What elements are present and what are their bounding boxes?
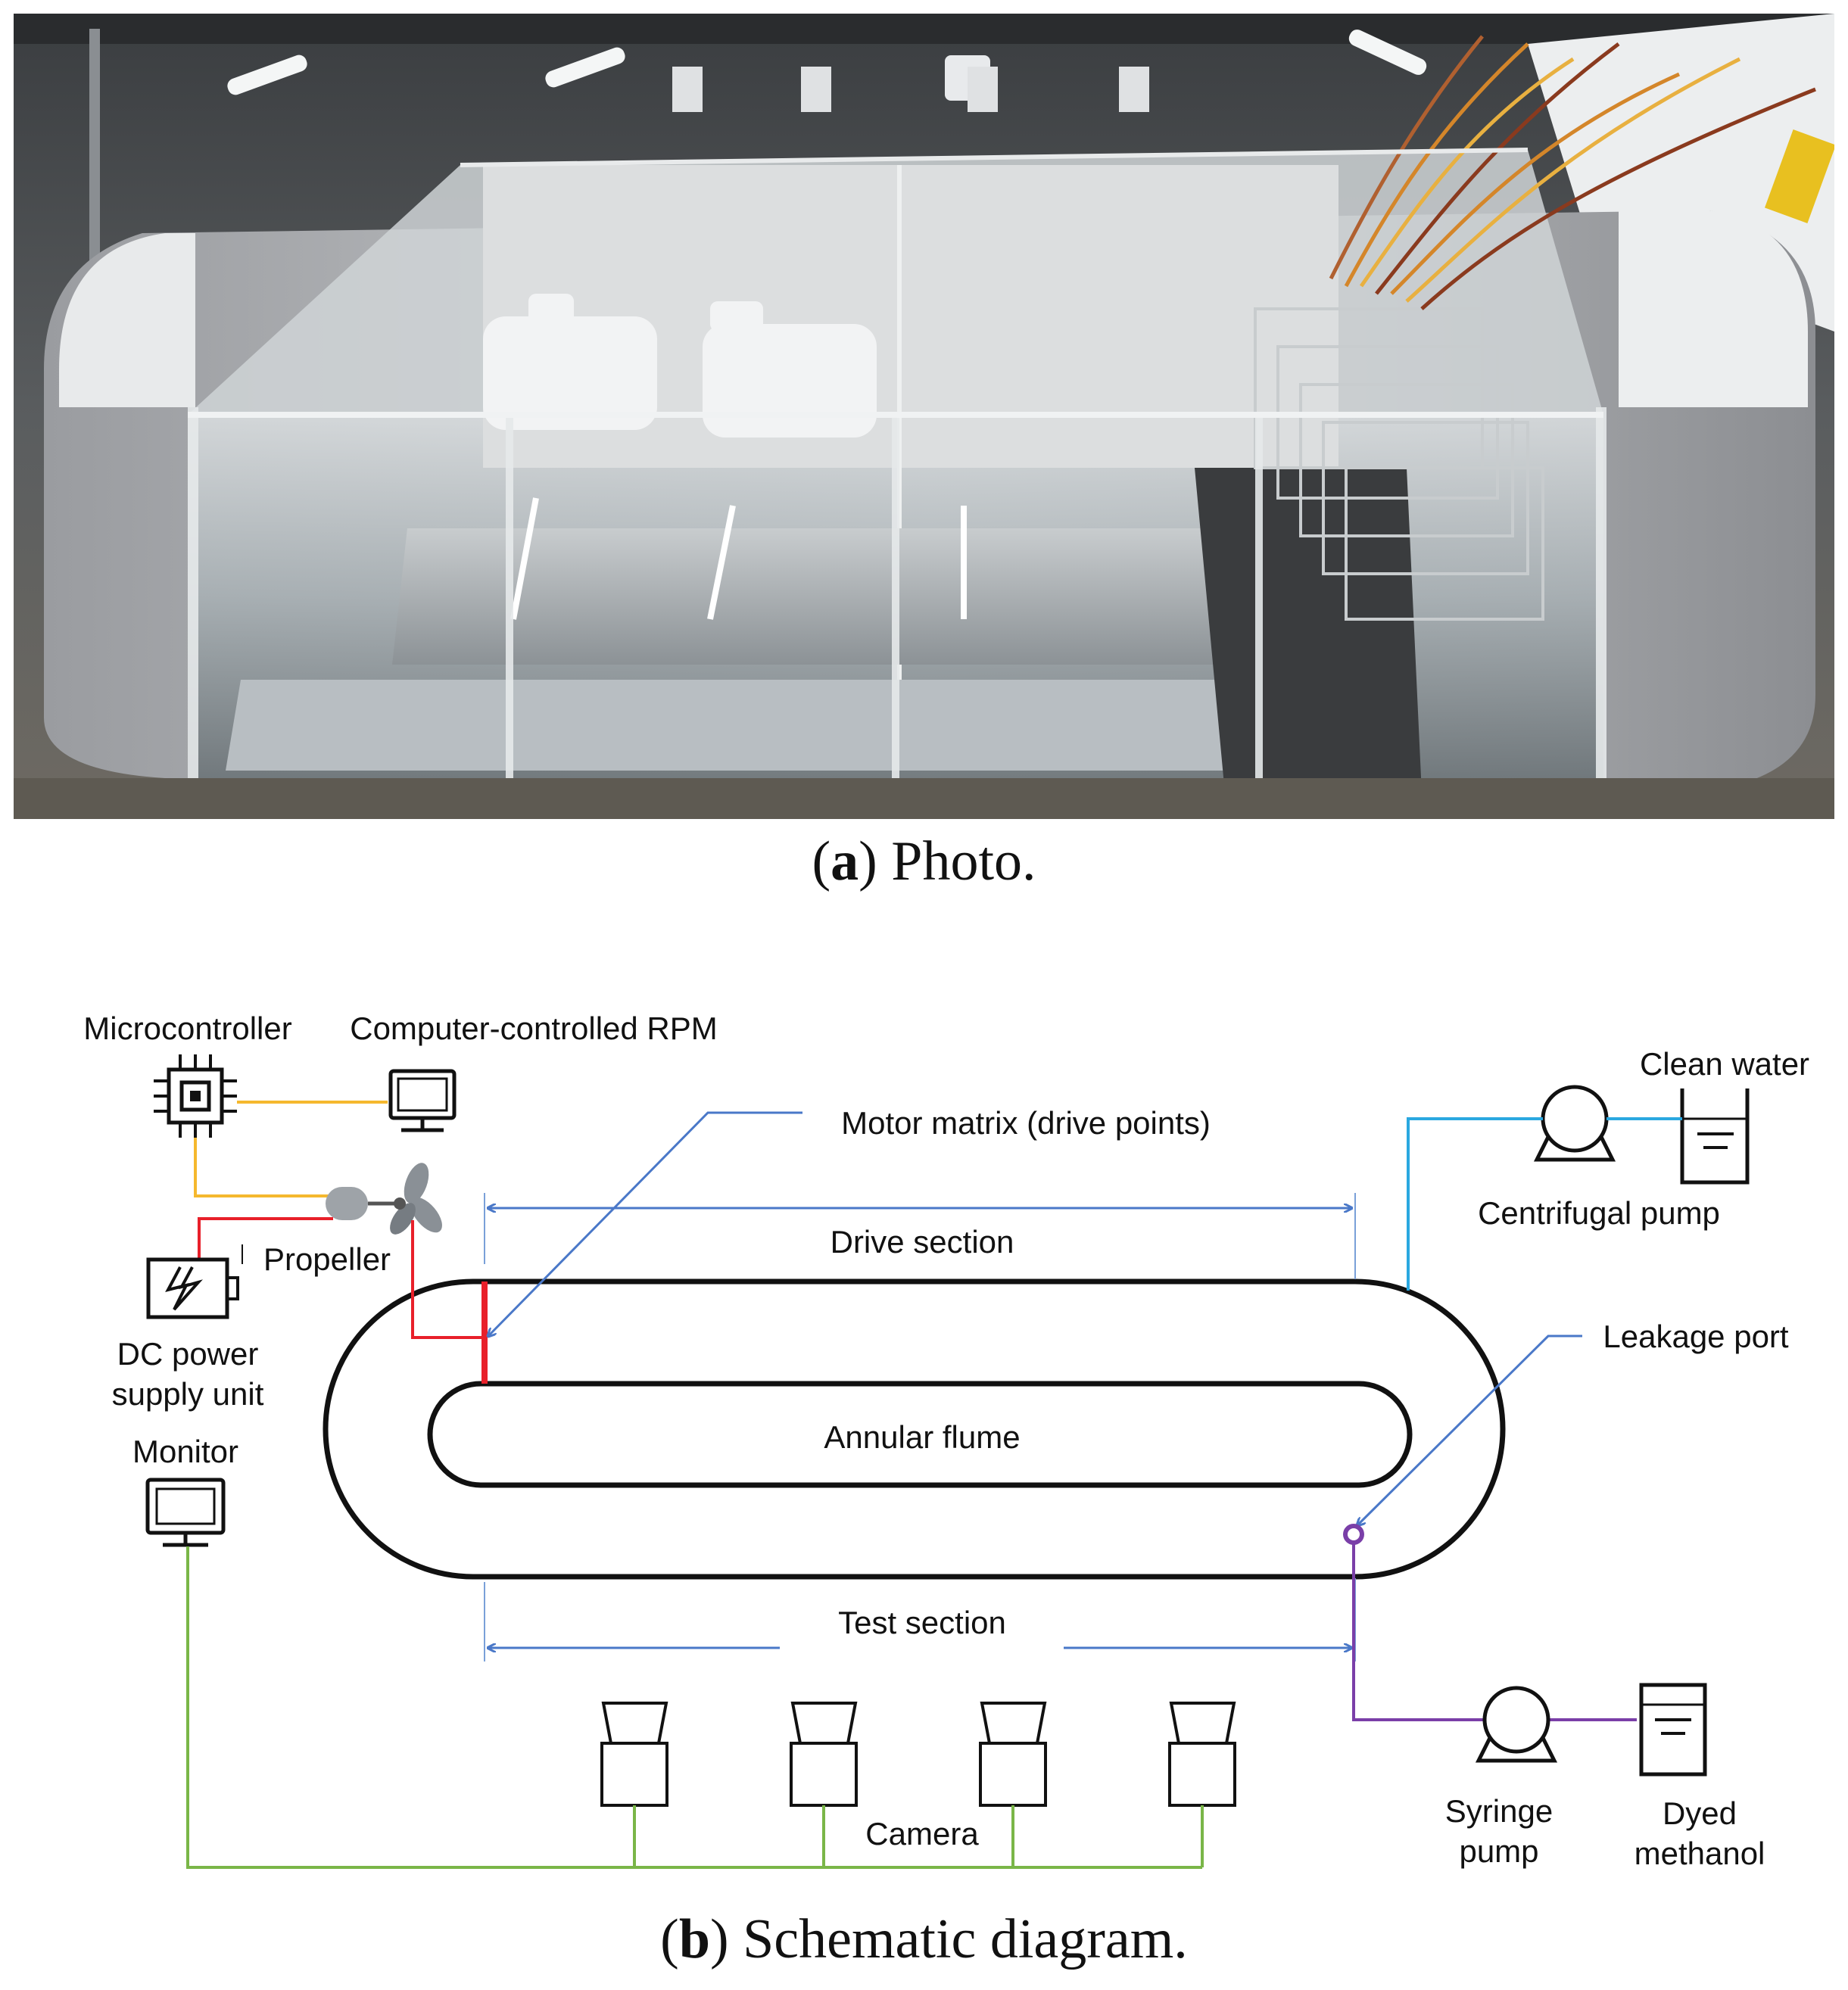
microcontroller-label: Microcontroller xyxy=(83,1011,291,1046)
caption-b-letter: b xyxy=(678,1908,710,1970)
camera-label: Camera xyxy=(865,1816,979,1851)
port-syringe-link xyxy=(1352,1543,1484,1721)
microcontroller-icon xyxy=(154,1054,237,1138)
monitor-camera-bus xyxy=(186,1546,1202,1869)
camera-icon-4 xyxy=(1168,1702,1236,1807)
clean-water-tank-icon xyxy=(1680,1088,1750,1185)
flume-inner-wall xyxy=(427,1381,1413,1488)
schematic-diagram: Annular flume Microcontroller Computer-c… xyxy=(83,1011,1809,1871)
syringe-pump-icon xyxy=(1475,1686,1558,1763)
syringe-pump-label-2: pump xyxy=(1459,1833,1538,1869)
leakage-port-pointer xyxy=(1357,1334,1582,1525)
clean-water-label: Clean water xyxy=(1640,1046,1809,1082)
power-propeller-link xyxy=(198,1217,333,1258)
caption-a: (a) Photo. xyxy=(812,830,1036,892)
caption-a-letter: a xyxy=(831,830,859,892)
syringe-pump-label-1: Syringe xyxy=(1445,1793,1553,1829)
annular-flume-label: Annular flume xyxy=(824,1419,1020,1455)
rpm-computer-icon xyxy=(388,1069,457,1132)
propeller-label: Propeller xyxy=(263,1241,391,1277)
caption-b-text: Schematic diagram. xyxy=(728,1908,1188,1970)
test-section-label: Test section xyxy=(838,1605,1006,1640)
leakage-port-label: Leakage port xyxy=(1603,1319,1789,1354)
propeller-icon xyxy=(326,1163,442,1235)
dyed-methanol-label-2: methanol xyxy=(1635,1836,1765,1871)
pump-flume-link xyxy=(1407,1117,1543,1291)
drive-section-label: Drive section xyxy=(831,1224,1014,1260)
mcu-propeller-link xyxy=(194,1138,333,1197)
camera-icon-3 xyxy=(979,1702,1047,1807)
dc-power-supply-icon xyxy=(146,1257,239,1319)
computer-rpm-label: Computer-controlled RPM xyxy=(350,1011,718,1046)
propeller-motor-link xyxy=(411,1220,485,1339)
motor-matrix-pointer xyxy=(488,1111,802,1336)
flume-photo xyxy=(14,14,1834,819)
monitor-label: Monitor xyxy=(132,1434,238,1469)
dc-power-label-1: DC power xyxy=(117,1336,259,1372)
motor-matrix-label: Motor matrix (drive points) xyxy=(841,1105,1211,1141)
caption-b: (b) Schematic diagram. xyxy=(660,1908,1188,1970)
camera-icon-1 xyxy=(600,1702,668,1807)
leakage-port-icon xyxy=(1343,1524,1364,1545)
dyed-methanol-tank-icon xyxy=(1639,1683,1707,1777)
monitor-icon xyxy=(145,1478,226,1547)
camera-icon-2 xyxy=(790,1702,858,1807)
caption-a-text: Photo. xyxy=(877,830,1036,892)
centrifugal-pump-icon xyxy=(1533,1085,1616,1162)
dc-power-label-2: supply unit xyxy=(112,1376,264,1412)
centrifugal-pump-label: Centrifugal pump xyxy=(1478,1195,1720,1231)
dyed-methanol-label-1: Dyed xyxy=(1663,1795,1737,1831)
